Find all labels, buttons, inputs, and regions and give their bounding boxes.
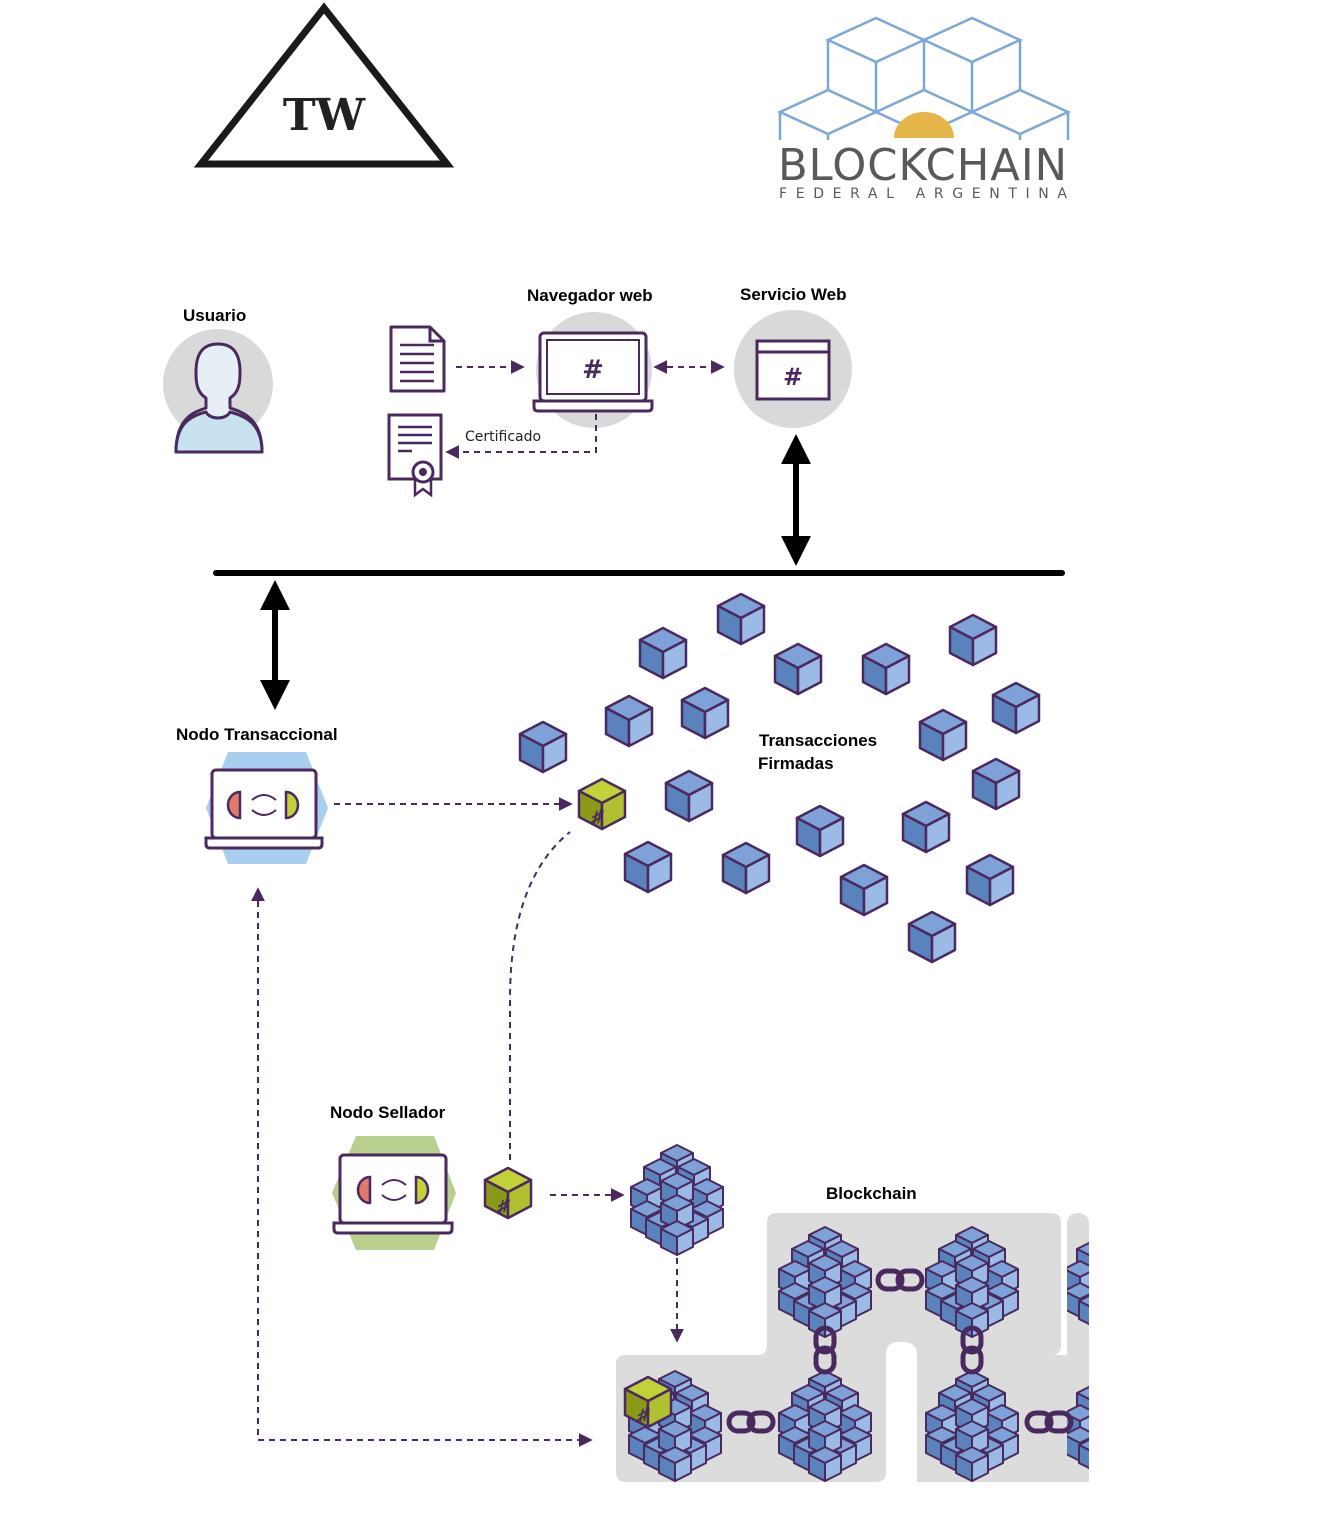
blockchain-federal-logo: BLOCKCHAIN FEDERAL ARGENTINA [776,16,1072,202]
web-service-icon: # [734,310,852,428]
nodo-transaccional-label: Nodo Transaccional [176,725,338,744]
navegador-label: Navegador web [527,286,653,305]
certificado-label: Certificado [465,429,542,445]
blockchain-logo-subtitle: FEDERAL ARGENTINA [779,186,1067,202]
service-hash-icon: # [783,363,803,391]
new-block-cluster-icon [631,1145,723,1255]
blockchain-logo-title: BLOCKCHAIN [778,140,1068,191]
node-to-blockchain-arrow [251,887,593,1447]
tw-logo: TW [193,2,455,168]
transactional-node-icon [204,752,328,864]
sealer-to-transaction-curve [509,831,571,1160]
transacciones-label-line1: Transacciones [759,731,878,750]
sealer-node-icon [332,1136,456,1250]
browser-to-certificate-arrow [445,414,597,459]
blockchain-label: Blockchain [826,1184,917,1203]
certificate-icon [387,413,443,498]
user-avatar-icon [163,329,273,454]
tw-logo-text: TW [283,90,366,141]
document-icon [389,325,446,393]
signed-transactions-cubes [518,592,1041,964]
nodo-sellador-label: Nodo Sellador [330,1103,446,1122]
sealer-hash-cube-icon [483,1166,533,1223]
web-browser-laptop-icon: # [532,312,654,428]
transacciones-label-line2: Firmadas [758,754,834,773]
hash-transaction-cube-icon [577,777,627,834]
servicio-label: Servicio Web [740,285,847,304]
browser-hash-icon: # [582,355,604,385]
usuario-label: Usuario [183,306,247,325]
